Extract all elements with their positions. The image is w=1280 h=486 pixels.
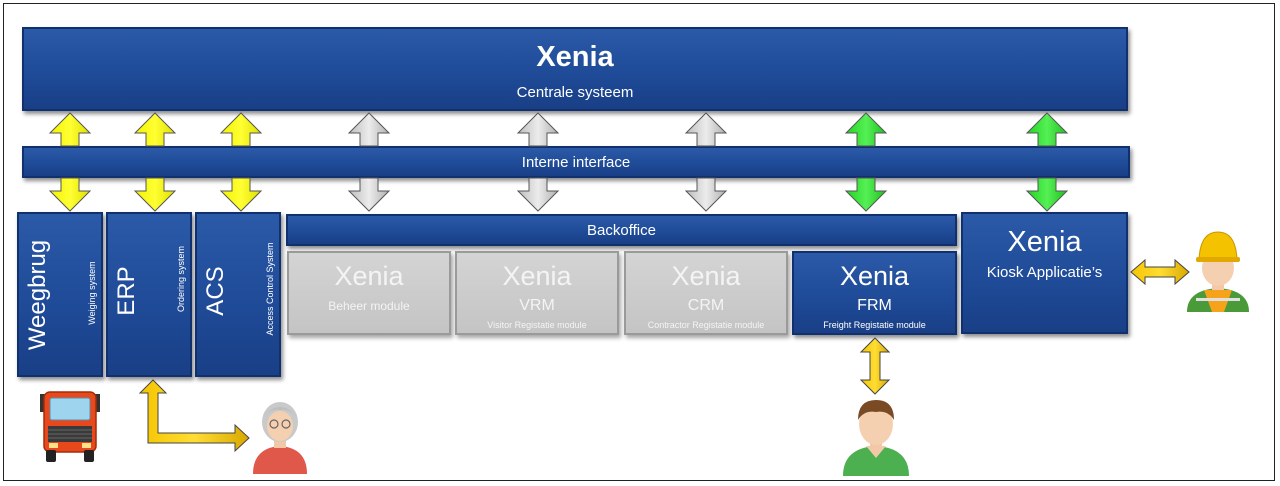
vrm-module-brand: Xenia bbox=[502, 261, 572, 291]
arrow-beheer-upper bbox=[347, 112, 391, 147]
crm-module-brand: Xenia bbox=[671, 261, 741, 291]
crm-module-box: Xenia CRM Contractor Registatie module bbox=[624, 251, 788, 335]
arrow-acs-upper bbox=[219, 112, 263, 147]
arrow-frm-lower bbox=[844, 177, 888, 212]
erp-box: ERP Ordering system bbox=[106, 212, 192, 377]
arrow-kiosk-upper bbox=[1025, 112, 1069, 147]
arrow-frm-upper bbox=[844, 112, 888, 147]
arrow-crm-lower bbox=[684, 177, 728, 212]
kiosk-label: Kiosk Applicatie’s bbox=[986, 264, 1103, 281]
arrow-acs-lower bbox=[219, 177, 263, 212]
central-system-title: Xenia bbox=[536, 41, 614, 73]
kiosk-brand: Xenia bbox=[1007, 226, 1082, 258]
backoffice-label: Backoffice bbox=[587, 222, 656, 239]
arrow-erp-lower bbox=[133, 177, 177, 212]
arrow-weegbrug-upper bbox=[48, 112, 92, 147]
arrow-erp-officeworker bbox=[138, 379, 250, 453]
arrow-frm-driver bbox=[859, 337, 891, 395]
arrow-vrm-lower bbox=[516, 177, 560, 212]
beheer-module-brand: Xenia bbox=[334, 261, 404, 291]
acs-box: ACS Access Control System bbox=[195, 212, 281, 377]
truck-icon bbox=[40, 391, 100, 462]
frm-module-desc: Freight Registatie module bbox=[823, 320, 926, 330]
central-system-box: Xenia Centrale systeem bbox=[22, 27, 1128, 111]
beheer-module-box: Xenia Beheer module bbox=[287, 251, 451, 335]
vrm-module-desc: Visitor Registatie module bbox=[487, 320, 587, 330]
vrm-module-name: VRM bbox=[519, 297, 555, 314]
arrow-weegbrug-lower bbox=[48, 177, 92, 212]
weegbrug-box: Weegbrug Weiging system bbox=[17, 212, 103, 377]
central-system-subtitle: Centrale systeem bbox=[516, 84, 634, 101]
construction-worker-icon bbox=[1187, 231, 1249, 312]
internal-interface-label: Interne interface bbox=[521, 154, 631, 171]
arrow-crm-upper bbox=[684, 112, 728, 147]
office-worker-icon bbox=[253, 402, 307, 474]
arrow-kiosk-lower bbox=[1025, 177, 1069, 212]
arrow-vrm-upper bbox=[516, 112, 560, 147]
driver-icon bbox=[843, 400, 909, 476]
crm-module-name: CRM bbox=[687, 297, 725, 314]
internal-interface-bar: Interne interface bbox=[22, 146, 1130, 178]
crm-module-desc: Contractor Registatie module bbox=[647, 320, 765, 330]
frm-module-brand: Xenia bbox=[839, 261, 910, 291]
backoffice-bar: Backoffice bbox=[286, 214, 957, 246]
beheer-module-desc: Beheer module bbox=[328, 299, 410, 313]
vrm-module-box: Xenia VRM Visitor Registatie module bbox=[455, 251, 619, 335]
arrow-kiosk-worker bbox=[1130, 258, 1190, 286]
arrow-beheer-lower bbox=[347, 177, 391, 212]
frm-module-name: FRM bbox=[857, 297, 892, 314]
kiosk-box: Xenia Kiosk Applicatie’s bbox=[961, 212, 1128, 334]
frm-module-box: Xenia FRM Freight Registatie module bbox=[792, 251, 957, 335]
arrow-erp-upper bbox=[133, 112, 177, 147]
